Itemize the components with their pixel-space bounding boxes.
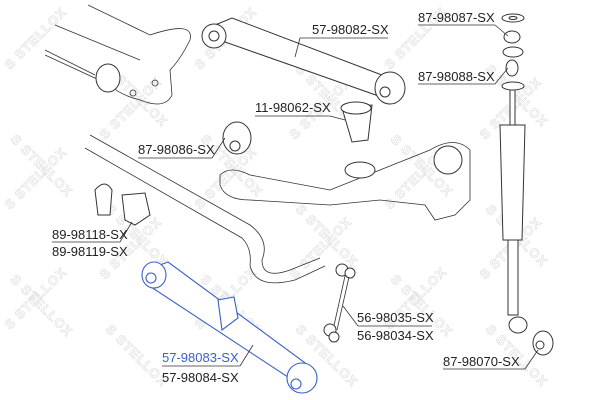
label-57-98083-sx[interactable]: 57-98083-SX <box>162 350 239 365</box>
part-57-98082-sx[interactable] <box>201 17 406 105</box>
label-89-98118-sx[interactable]: 89-98118-SX <box>52 227 128 242</box>
label-87-98087-sx[interactable]: 87-98087-SX <box>418 10 495 25</box>
stabilizer-bar-drawing <box>84 134 326 284</box>
label-87-98070-sx[interactable]: 87-98070-SX <box>443 354 520 369</box>
watermark-text: S STELLOX <box>103 322 171 390</box>
part-shock-absorber <box>499 89 528 334</box>
label-56-98035-sx[interactable]: 56-98035-SX <box>357 310 434 325</box>
label-57-98082-sx[interactable]: 57-98082-SX <box>312 22 389 37</box>
subframe-drawing <box>44 4 191 105</box>
part-57-98083-sx[interactable] <box>141 261 318 394</box>
part-56-98035-sx[interactable] <box>323 263 432 343</box>
label-87-98088-sx[interactable]: 87-98088-SX <box>418 69 495 84</box>
label-11-98062-sx[interactable]: 11-98062-SX <box>255 100 331 115</box>
part-89-98118-sx[interactable] <box>52 183 151 243</box>
part-87-98070-sx[interactable] <box>443 330 554 370</box>
part-87-98087-sx[interactable] <box>418 13 525 58</box>
part-87-98088-sx[interactable] <box>418 59 525 91</box>
label-89-98119-sx[interactable]: 89-98119-SX <box>52 244 128 259</box>
label-57-98084-sx[interactable]: 57-98084-SX <box>162 370 239 385</box>
part-11-98062-sx[interactable] <box>255 101 373 143</box>
part-87-98086-sx[interactable] <box>138 121 252 159</box>
knuckle-drawing <box>219 142 471 221</box>
label-56-98034-sx[interactable]: 56-98034-SX <box>357 328 434 343</box>
label-87-98086-sx[interactable]: 87-98086-SX <box>138 142 215 157</box>
